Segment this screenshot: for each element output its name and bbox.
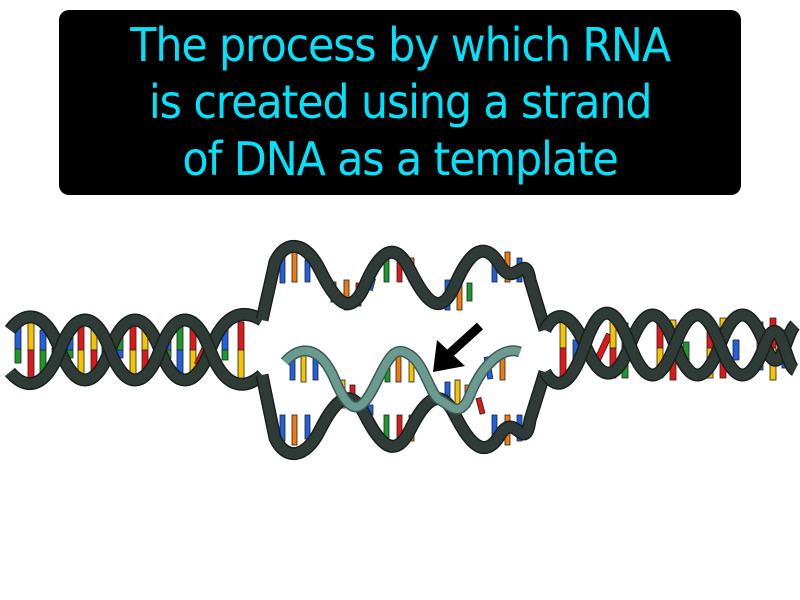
caption-line-2: is created using a strand: [148, 75, 653, 129]
transcription-bubble-upper-strand: [255, 239, 552, 332]
caption-line-1: The process by which RNA: [130, 18, 671, 72]
caption-line-3: of DNA as a template: [182, 132, 618, 186]
rna-strand: [280, 345, 522, 415]
left-dna-double-helix: [4, 308, 267, 391]
caption-box: The process by which RNA is created usin…: [59, 10, 741, 195]
pointer-arrow: [433, 322, 484, 372]
transcription-bubble-template-strand: [255, 370, 552, 461]
transcription-diagram: [4, 239, 800, 461]
right-dna-double-helix: [539, 306, 800, 390]
